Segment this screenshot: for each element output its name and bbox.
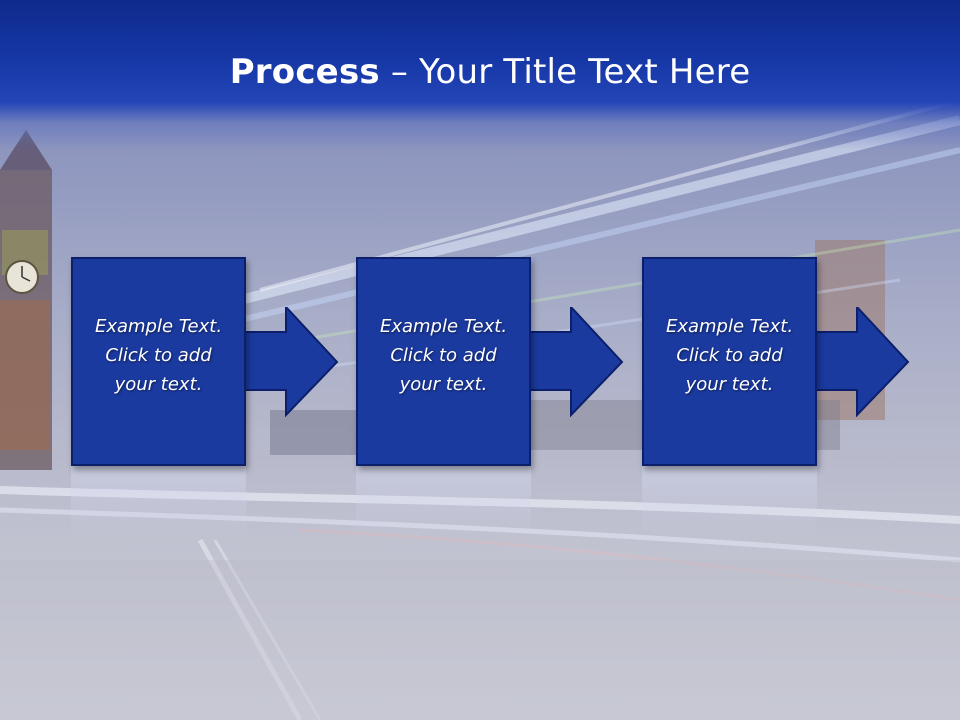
- step-box: [356, 257, 531, 466]
- step-2-reflection: [356, 466, 531, 536]
- title-rest-part: – Your Title Text Here: [379, 52, 751, 92]
- step-text[interactable]: Example Text. Click to add your text.: [665, 316, 794, 395]
- step-1-reflection: [71, 466, 246, 536]
- title-bar: [0, 0, 960, 150]
- arrow-right-icon: [812, 307, 910, 417]
- process-step-1[interactable]: Example Text. Click to add your text.: [71, 257, 339, 466]
- step-3-reflection: [642, 466, 817, 536]
- step-text[interactable]: Example Text. Click to add your text.: [94, 316, 223, 395]
- step-box: [71, 257, 246, 466]
- title-bold-part: Process: [229, 52, 380, 92]
- slide-title: Process – Your Title Text Here: [0, 52, 960, 92]
- process-step-2[interactable]: Example Text. Click to add your text.: [356, 257, 624, 466]
- arrow-right-icon: [526, 307, 624, 417]
- arrow-right-icon: [241, 307, 339, 417]
- step-text[interactable]: Example Text. Click to add your text.: [379, 316, 508, 395]
- process-step-3[interactable]: Example Text. Click to add your text.: [642, 257, 910, 466]
- step-box: [642, 257, 817, 466]
